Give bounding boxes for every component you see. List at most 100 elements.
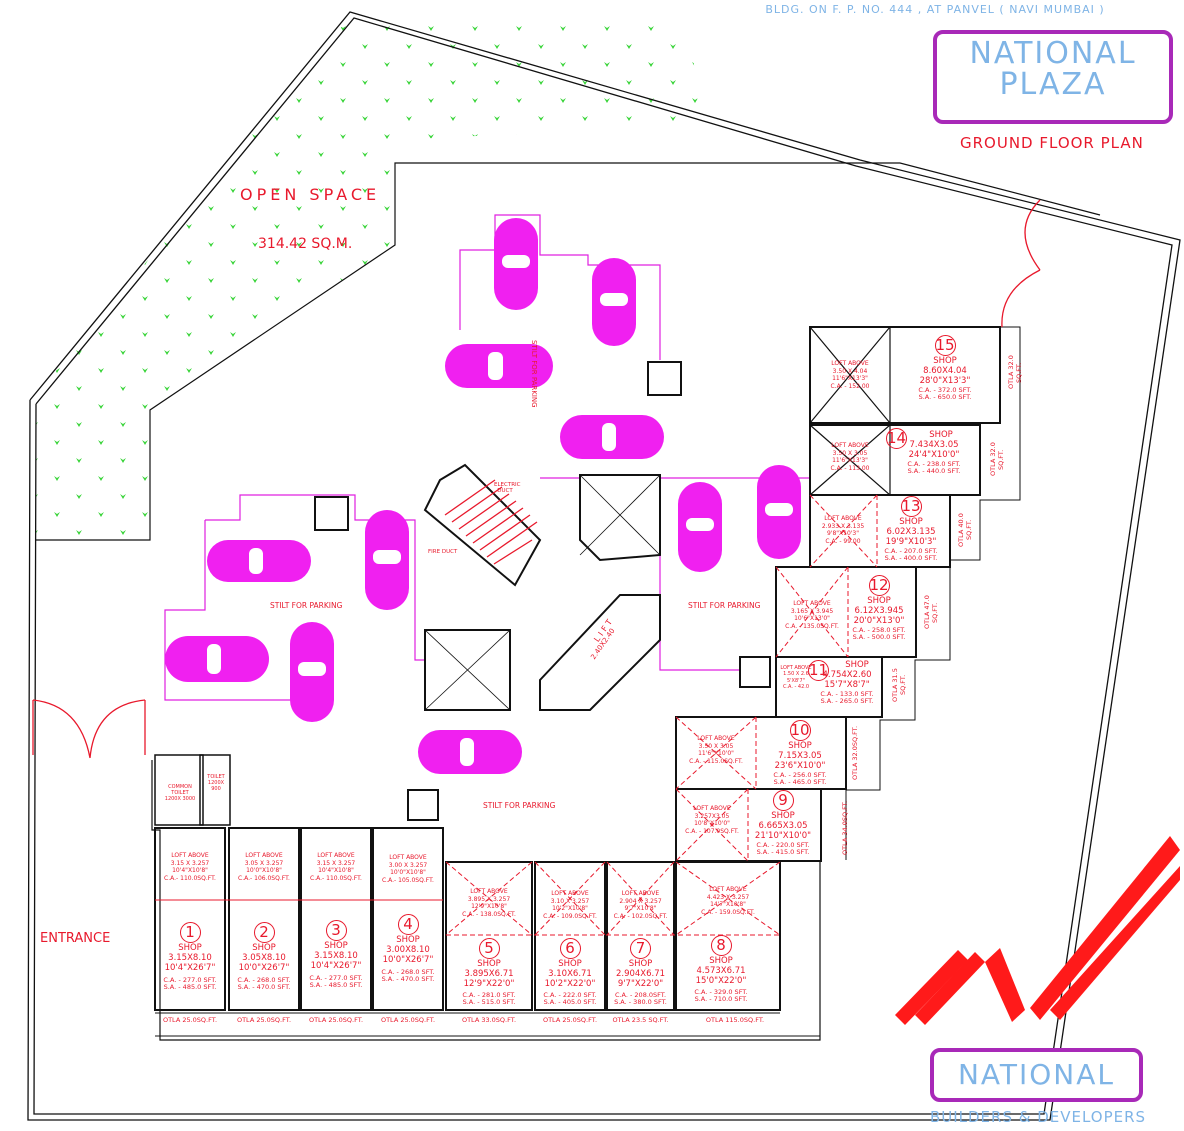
parking-car	[445, 344, 553, 388]
loft-carpet-area: C.A.- 110.0SQ.FT.	[310, 874, 362, 882]
loft-title: LOFT ABOVE	[389, 854, 427, 861]
shop-size-m: 7.15X3.05	[778, 751, 822, 762]
shop-number: 1	[179, 922, 201, 943]
shop-number: 7	[630, 938, 651, 959]
shop-size-m: 3.10X6.71	[548, 969, 592, 980]
parking-car	[757, 465, 801, 559]
loft-title: LOFT ABOVE	[709, 886, 747, 893]
shop-number: 5	[478, 938, 500, 959]
shop-saleable-area: S.A. - 710.0 SFT.	[694, 995, 748, 1004]
shop-size-ft: 10'4"X26'7"	[310, 961, 362, 972]
shop-carpet-area: C.A. - 220.0 SFT.	[756, 840, 810, 849]
shop-title: SHOP	[788, 741, 812, 751]
loft-size-ft: 10'4"X10'8"	[172, 867, 208, 874]
loft-carpet-area: C.A. - 159.0SQ.FT.	[701, 908, 755, 916]
stilt-parking-label: STILT FOR PARKING	[483, 801, 556, 810]
shop-size-m: 3.15X8.10	[314, 951, 358, 962]
loft-size-ft: 9'8"X10'3"	[826, 530, 859, 537]
shop-number: 9	[772, 790, 794, 811]
loft-size-ft: 10'6"X13'0"	[794, 615, 830, 622]
loft-title: LOFT ABOVE	[697, 735, 735, 742]
shop-size-m: 6.12X3.945	[854, 606, 904, 617]
otla-10: OTLA 32.0SQ.FT.	[851, 725, 859, 780]
project-title-line2: PLAZA	[999, 67, 1107, 102]
shop-carpet-area: C.A. - 258.0 SFT.	[852, 625, 906, 634]
entrance-label: ENTRANCE	[40, 931, 111, 946]
shop-saleable-area: S.A. - 650.0 SFT.	[918, 393, 972, 402]
shop-carpet-area: C.A. - 256.0 SFT.	[773, 770, 827, 779]
parking-car	[592, 258, 636, 346]
loft-carpet-area: C.A. - 99.00	[825, 537, 861, 545]
shop-size-m: 3.895X6.71	[464, 969, 514, 980]
loft-size-m: 4.423 X 3.257	[706, 893, 750, 901]
parking-car	[494, 218, 538, 310]
shop-saleable-area: S.A. - 470.0 SFT.	[381, 975, 435, 984]
shop-size-m: 3.15X8.10	[168, 953, 212, 964]
loft-size-ft: 10'4"X10'8"	[318, 867, 354, 874]
project-subtitle: BLDG. ON F. P. NO. 444 , AT PANVEL ( NAV…	[765, 3, 1105, 16]
stilt-parking-label: STILT FOR PARKING	[530, 340, 538, 408]
shop-number: 6	[559, 938, 581, 959]
shop-number: 10	[789, 720, 811, 741]
shop-size-m: 2.904X6.71	[615, 969, 666, 980]
fire-duct-label: FIRE DUCT	[428, 549, 458, 555]
loft-size-ft: 5'X8'7"	[786, 677, 806, 684]
shop-carpet-area: C.A. - 208.0SFT.	[614, 990, 667, 999]
stilt-parking-label: STILT FOR PARKING	[688, 601, 761, 610]
otla-5: OTLA 33.0SQ.FT.	[461, 1016, 517, 1024]
shop-title: SHOP	[396, 935, 420, 945]
loft-title: LOFT ABOVE	[551, 890, 589, 897]
shop-title: SHOP	[929, 430, 953, 440]
shop-size-m: 7.434X3.05	[909, 440, 959, 451]
shop-carpet-area: C.A. - 268.0 SFT.	[381, 967, 435, 976]
project-title-line1: NATIONAL	[969, 36, 1137, 71]
shop-saleable-area: S.A. - 440.0 SFT.	[907, 467, 961, 476]
brand-tagline: BUILDERS & DEVELOPERS	[929, 1108, 1147, 1126]
parking-car	[678, 482, 722, 572]
loft-size-m: 3.15 X 3.257	[316, 859, 356, 867]
shop-title: SHOP	[933, 356, 957, 366]
shop-saleable-area: S.A. - 485.0 SFT.	[163, 983, 217, 992]
open-space-label: OPEN SPACE	[240, 185, 381, 204]
shop-title: SHOP	[558, 959, 582, 969]
shop-carpet-area: C.A. - 277.0 SFT.	[309, 973, 363, 982]
loft-carpet-area: C.A. - 135.0SQ.FT.	[785, 622, 839, 630]
parking-car	[207, 540, 311, 582]
toilets	[154, 754, 231, 826]
loft-size-m: 3.50 X 3.05	[698, 742, 734, 750]
shop-size-ft: 20'0"X13'0"	[853, 616, 905, 627]
shop-size-m: 8.60X4.04	[923, 366, 967, 377]
loft-title: LOFT ABOVE	[317, 852, 355, 859]
parking-car	[165, 636, 269, 682]
shop-carpet-area: C.A. - 329.0 SFT.	[694, 987, 748, 996]
loft-carpet-area: C.A. - 102.0SQ.FT.	[613, 912, 668, 920]
loft-title: LOFT ABOVE	[831, 360, 869, 367]
loft-carpet-area: C.A. - 152.00	[830, 382, 870, 390]
loft-size-ft: 10'2"X10'8"	[552, 905, 588, 912]
loft-carpet-area: C.A.- 105.0SQ.FT.	[382, 876, 434, 884]
parking-car	[560, 415, 664, 459]
open-space-area-value: 314.42 SQ.M.	[258, 236, 353, 252]
brand-frame: NATIONAL	[930, 1048, 1143, 1102]
doors	[32, 199, 1041, 759]
shop-saleable-area: S.A. - 515.0 SFT.	[462, 998, 516, 1007]
loft-size-ft: 10'0"X10'8"	[390, 869, 426, 876]
otla-15: OTLA 32.0 SQ.FT.	[1007, 355, 1023, 390]
